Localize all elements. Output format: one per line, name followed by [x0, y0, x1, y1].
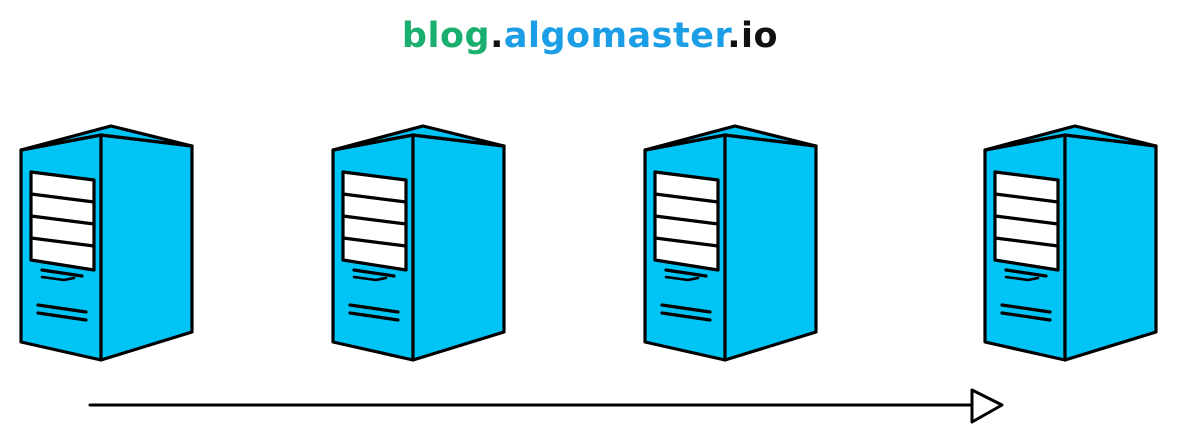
brand-part-blog: blog	[401, 16, 491, 56]
server-icon	[643, 124, 818, 362]
brand-part-algomaster: algomaster	[503, 16, 728, 56]
server-icon	[19, 124, 194, 362]
brand-dot-1: .	[490, 16, 504, 56]
server-icon	[331, 124, 506, 362]
brand-title: blog.algomaster.io	[0, 14, 1180, 58]
server-icon	[983, 124, 1158, 362]
brand-part-io: io	[741, 16, 779, 56]
brand-dot-2: .	[727, 16, 742, 56]
